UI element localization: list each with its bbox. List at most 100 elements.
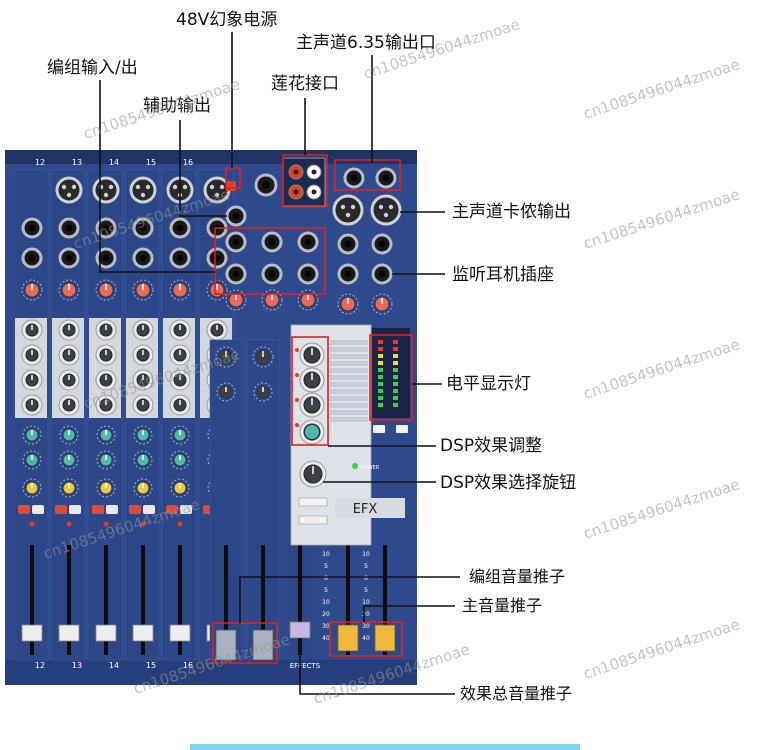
monitor-out-jack-hole	[344, 240, 352, 248]
leader-aux-out	[179, 120, 227, 217]
power-led	[352, 463, 358, 469]
pfl-button	[69, 505, 81, 514]
main-fader-cap	[374, 624, 396, 652]
aux-knob-scale	[96, 425, 116, 445]
group-aux-knob-scale	[253, 382, 273, 402]
meter-led	[378, 403, 383, 407]
mute-button	[18, 505, 30, 514]
gain-knob-scale	[132, 279, 154, 301]
return-level-knob-scale	[297, 289, 319, 311]
group-fader-slot	[261, 545, 265, 655]
rca-connector-center	[311, 169, 317, 175]
fader-scale-label: 5	[324, 563, 328, 570]
power-label: POWER	[361, 465, 380, 471]
fader-scale-label: 20	[362, 611, 370, 618]
phantom-switch	[226, 181, 236, 191]
fader-scale-label: 0	[324, 575, 328, 582]
meter-led	[378, 347, 383, 351]
aux-knob-scale	[170, 425, 190, 445]
insert-jack-hole	[65, 254, 73, 262]
xlr-input-connector-pin	[66, 192, 72, 198]
channel-number-bottom: 13	[72, 661, 82, 670]
main-xlr-right-pin	[378, 204, 384, 210]
dsp-preset-row	[330, 389, 368, 394]
callout-main-fader: 主音量推子	[462, 596, 543, 615]
xlr-input-connector-pin	[219, 184, 225, 190]
channel-fader-cap	[132, 624, 154, 642]
mute-button	[92, 505, 104, 514]
rca-panel	[282, 157, 326, 207]
meter-led	[378, 382, 383, 386]
fader-scale-label: 40	[322, 635, 330, 642]
channel-fader-cap	[95, 624, 117, 642]
gain-knob-scale	[21, 279, 43, 301]
pfl-button	[143, 505, 155, 514]
fx-send-knob-scale	[133, 450, 153, 470]
fx-send-knob-scale	[96, 450, 116, 470]
fader-scale-label: 30	[322, 623, 330, 630]
meter-led	[393, 368, 398, 372]
fader-slot	[104, 545, 108, 655]
leader-fx-fader	[299, 638, 455, 695]
callout-main-xlr-out: 主声道卡侬输出	[452, 202, 571, 222]
meter-led	[393, 354, 398, 358]
meter-led	[393, 375, 398, 379]
channel-number: 16	[183, 158, 193, 167]
main-out-jack-right-hole	[382, 174, 390, 182]
mute-button	[129, 505, 141, 514]
xlr-input-connector	[55, 176, 83, 204]
highlight-main-fader	[329, 621, 403, 657]
channel-number-bottom: 14	[109, 661, 119, 670]
group-io-jack-hole	[304, 238, 312, 246]
leader-group-fader	[239, 576, 460, 623]
xlr-input-connector-pin	[71, 184, 77, 190]
fader-scale-label: 10	[362, 599, 370, 606]
xlr-input-connector-pin	[140, 192, 146, 198]
main-xlr-left-pin	[340, 204, 346, 210]
fader-scale-label: 10	[322, 599, 330, 606]
dsp-led	[295, 373, 299, 377]
pfl-button	[180, 505, 192, 514]
aux-knob-scale	[22, 425, 42, 445]
xlr-input-connector-pin	[108, 184, 114, 190]
group-io-jack-hole	[304, 270, 312, 278]
xlr-input-connector-pin	[214, 192, 220, 198]
fader-scale-label: 0	[364, 575, 368, 582]
dsp-preset-row	[330, 410, 368, 415]
callout-dsp-adjust: DSP效果调整	[440, 436, 543, 456]
peak-led	[66, 521, 72, 527]
highlight-main-out	[334, 159, 401, 191]
phones-jack-hole	[378, 270, 386, 278]
group-knob-scale	[215, 346, 237, 368]
meter-led	[378, 368, 383, 372]
xlr-input-connector-pin	[135, 184, 141, 190]
insert-jack-hole	[28, 254, 36, 262]
xlr-input-connector-pin	[182, 184, 188, 190]
phones-jack-hole	[378, 240, 386, 248]
pfl-button	[106, 505, 118, 514]
group-io-jack-hole	[232, 238, 240, 246]
peak-led	[29, 521, 35, 527]
footswitch-jack-hole	[262, 181, 270, 189]
peak-led	[103, 521, 109, 527]
fader-scale-label: 10	[362, 551, 370, 558]
callout-group-fader: 编组音量推子	[469, 567, 566, 586]
xlr-input-connector-pin	[172, 184, 178, 190]
highlight-group-io	[214, 227, 326, 295]
fx-send-knob-scale	[22, 450, 42, 470]
main-xlr-right	[370, 194, 402, 226]
line-input-jack-hole	[65, 224, 73, 232]
dsp-preset-row	[330, 375, 368, 380]
meter-led	[393, 403, 398, 407]
aux-knob-scale	[133, 425, 153, 445]
callout-group-io: 编组输入/出	[47, 58, 138, 78]
channel-number-bottom: 12	[35, 661, 45, 670]
aux-out-jack-hole	[232, 212, 240, 220]
dsp-preset-row	[330, 417, 368, 422]
dsp-preset-row	[330, 368, 368, 373]
gain-knob-scale	[169, 279, 191, 301]
insert-jack-hole	[176, 254, 184, 262]
meter-led	[378, 361, 383, 365]
phones-level-knob-scale	[371, 293, 393, 315]
